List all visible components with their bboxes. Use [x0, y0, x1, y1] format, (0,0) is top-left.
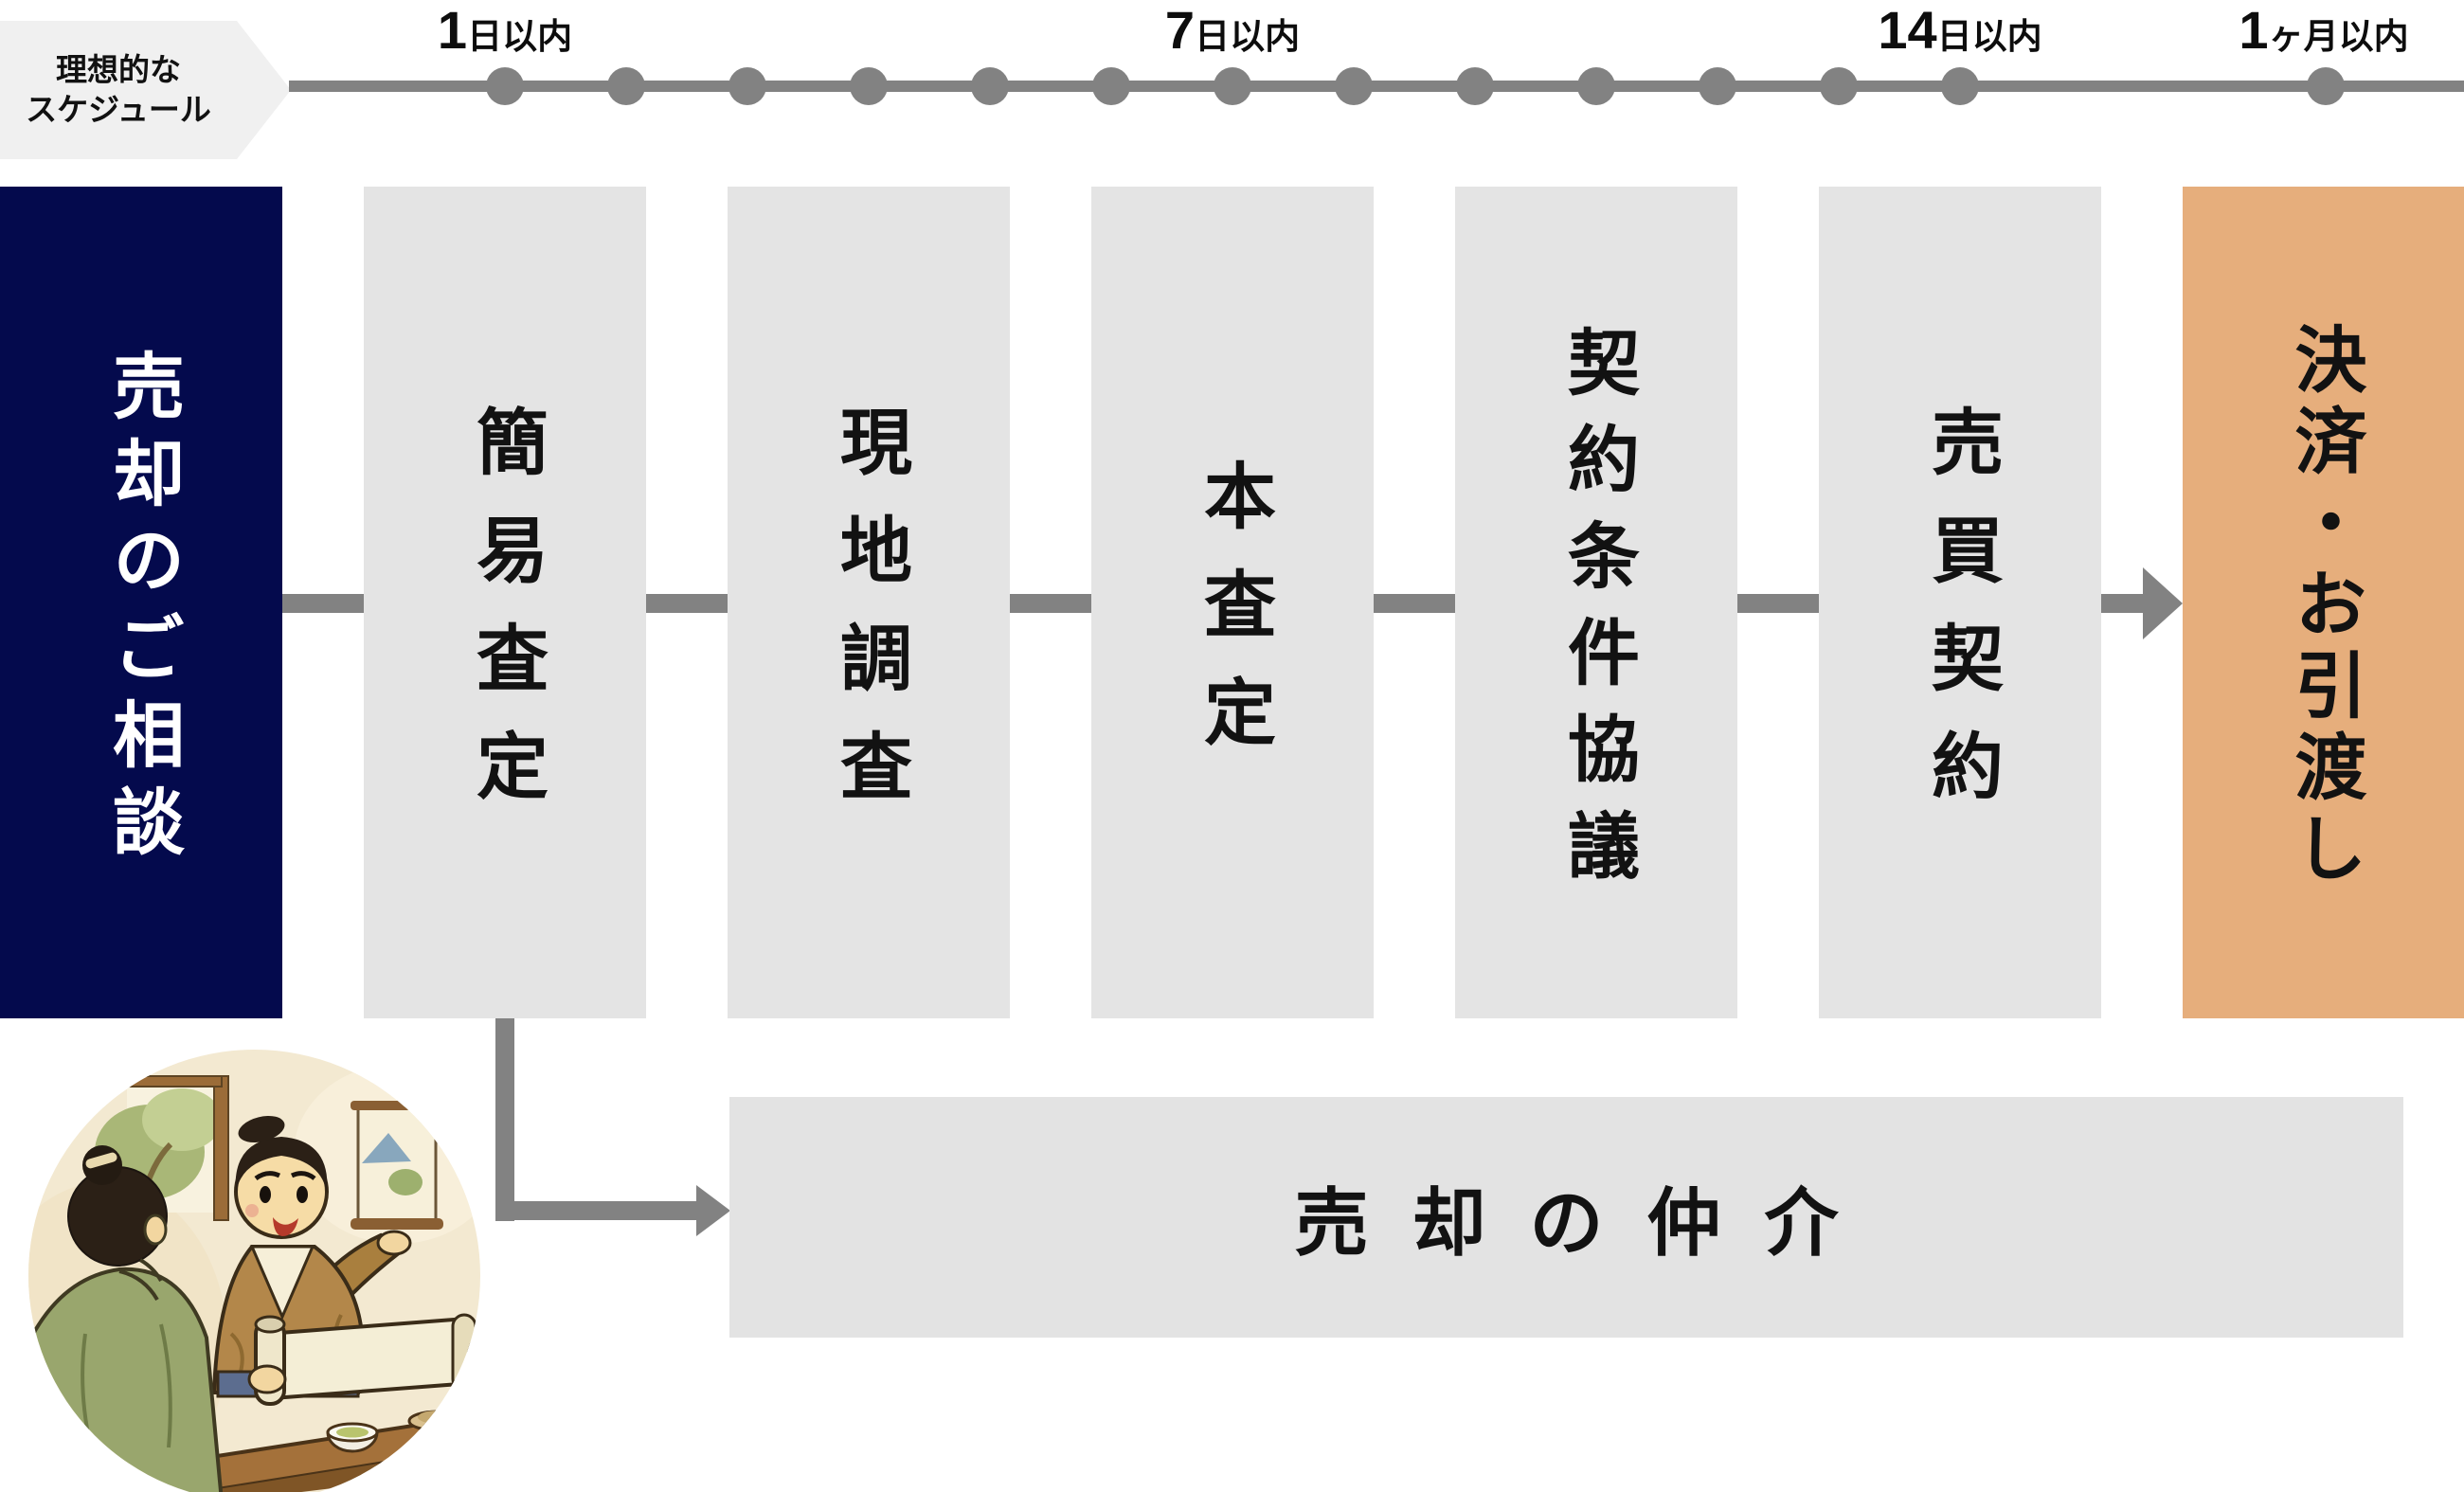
- step-label: 簡易査定: [465, 404, 546, 836]
- timeline-dot: [971, 67, 1009, 105]
- timeline-label-number: 14: [1878, 0, 1937, 60]
- brokerage-elbow-vertical: [495, 1018, 514, 1221]
- connector-3: [1010, 594, 1091, 613]
- timeline-dot: [1820, 67, 1858, 105]
- timeline-dot: [1699, 67, 1736, 105]
- consultation-illustration: [28, 1050, 480, 1492]
- connector-5: [1737, 594, 1819, 613]
- timeline-label-unit: 日以内: [467, 17, 573, 56]
- arrow-right-icon: [696, 1185, 730, 1236]
- timeline-label-unit: 日以内: [1195, 17, 1301, 56]
- connector-4: [1374, 594, 1455, 613]
- timeline-label-number: 1: [437, 0, 468, 60]
- step-contract-terms: 契約条件協議: [1455, 187, 1737, 1018]
- step-consultation: 売却のご相談: [0, 187, 282, 1018]
- ideal-schedule-tag: 理想的な スケジュール: [0, 21, 291, 159]
- step-label: 売却のご相談: [101, 349, 182, 872]
- final-arrow-shaft: [2101, 594, 2145, 613]
- timeline-label-unit: ヶ月以内: [2268, 17, 2409, 56]
- timeline-dot: [1335, 67, 1373, 105]
- brokerage-label: 売却の仲介: [1294, 1181, 1882, 1265]
- timeline-dot: [728, 67, 766, 105]
- step-settlement-handover: 決済・お引渡し: [2183, 187, 2464, 1018]
- timeline-dot: [1577, 67, 1615, 105]
- brokerage-elbow-horizontal: [495, 1201, 698, 1220]
- timeline-label-unit: 日以内: [1936, 17, 2042, 56]
- timeline-dot: [1092, 67, 1130, 105]
- step-label: 本査定: [1193, 458, 1273, 782]
- timeline-dot: [2307, 67, 2345, 105]
- connector-2: [646, 594, 728, 613]
- timeline-dot: [850, 67, 888, 105]
- brokerage-bar: 売却の仲介: [729, 1097, 2403, 1338]
- timeline-label-number: 1: [2239, 0, 2269, 60]
- step-site-survey: 現地調査: [728, 187, 1010, 1018]
- step-simple-assessment: 簡易査定: [364, 187, 646, 1018]
- timeline-dot: [1941, 67, 1979, 105]
- ideal-schedule-line1: 理想的な: [56, 51, 181, 87]
- step-label: 決済・お引渡し: [2283, 322, 2365, 892]
- ideal-schedule-line2: スケジュール: [26, 92, 211, 127]
- timeline-dot: [486, 67, 524, 105]
- connector-1: [282, 594, 364, 613]
- step-label: 現地調査: [829, 404, 909, 836]
- timeline-label-number: 7: [1164, 0, 1196, 60]
- timeline-dot: [1456, 67, 1494, 105]
- step-label: 売買契約: [1920, 404, 2001, 836]
- step-full-assessment: 本査定: [1091, 187, 1374, 1018]
- step-label: 契約条件協議: [1556, 325, 1637, 905]
- timeline-dot: [1214, 67, 1251, 105]
- step-sales-contract: 売買契約: [1819, 187, 2101, 1018]
- arrow-right-icon: [2143, 567, 2183, 639]
- timeline-dot: [607, 67, 645, 105]
- timeline-line: [289, 81, 2464, 92]
